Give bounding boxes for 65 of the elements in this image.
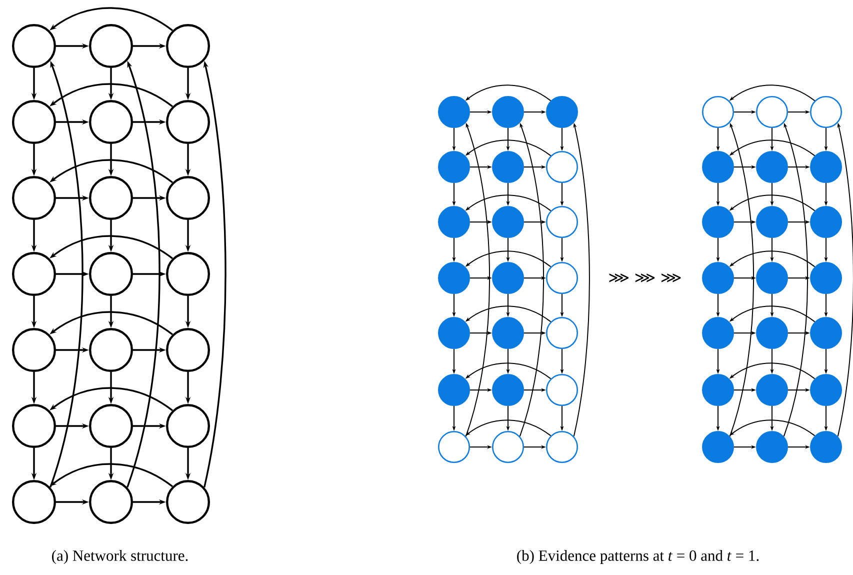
open-circle — [546, 374, 578, 406]
filled-circle — [438, 374, 470, 406]
open-circle — [546, 317, 578, 349]
filled-circle — [702, 374, 734, 406]
open-circle — [12, 328, 56, 372]
open-circle — [89, 24, 133, 68]
filled-circle — [756, 431, 788, 463]
filled-circle — [702, 317, 734, 349]
filled-circle — [702, 206, 734, 238]
open-circle — [756, 96, 788, 128]
open-circle — [166, 100, 210, 144]
filled-circle — [702, 151, 734, 183]
open-circle — [492, 431, 524, 463]
filled-circle — [438, 96, 470, 128]
filled-circle — [702, 431, 734, 463]
subfigure-caption: (a) Network structure. — [52, 550, 188, 564]
open-circle — [546, 151, 578, 183]
filled-circle — [438, 262, 470, 294]
open-circle — [166, 24, 210, 68]
open-circle — [89, 100, 133, 144]
open-circle — [12, 100, 56, 144]
open-circle — [166, 176, 210, 220]
filled-circle — [492, 96, 524, 128]
open-circle — [166, 328, 210, 372]
filled-circle — [492, 317, 524, 349]
filled-circle — [810, 151, 842, 183]
open-circle — [89, 176, 133, 220]
open-circle — [12, 252, 56, 296]
filled-circle — [492, 206, 524, 238]
filled-circle — [492, 262, 524, 294]
open-circle — [702, 96, 734, 128]
open-circle — [166, 404, 210, 448]
filled-circle — [756, 151, 788, 183]
open-circle — [89, 328, 133, 372]
filled-circle — [756, 317, 788, 349]
open-circle — [12, 176, 56, 220]
open-circle — [166, 252, 210, 296]
filled-circle — [810, 317, 842, 349]
filled-circle — [756, 374, 788, 406]
open-circle — [89, 252, 133, 296]
filled-circle — [756, 206, 788, 238]
open-circle — [12, 480, 56, 524]
open-circle — [12, 404, 56, 448]
filled-circle — [438, 206, 470, 238]
open-circle — [438, 431, 470, 463]
filled-circle — [810, 374, 842, 406]
open-circle — [89, 404, 133, 448]
open-circle — [166, 480, 210, 524]
direction-symbol: ⋙ ⋙ ⋙ — [609, 273, 681, 282]
open-circle — [546, 206, 578, 238]
open-circle — [810, 96, 842, 128]
filled-circle — [756, 262, 788, 294]
filled-circle — [546, 96, 578, 128]
open-circle — [546, 431, 578, 463]
filled-circle — [492, 374, 524, 406]
filled-circle — [438, 151, 470, 183]
filled-circle — [702, 262, 734, 294]
filled-circle — [438, 317, 470, 349]
filled-circle — [492, 151, 524, 183]
filled-circle — [810, 206, 842, 238]
open-circle — [546, 262, 578, 294]
filled-circle — [810, 262, 842, 294]
filled-circle — [810, 431, 842, 463]
open-circle — [12, 24, 56, 68]
open-circle — [89, 480, 133, 524]
